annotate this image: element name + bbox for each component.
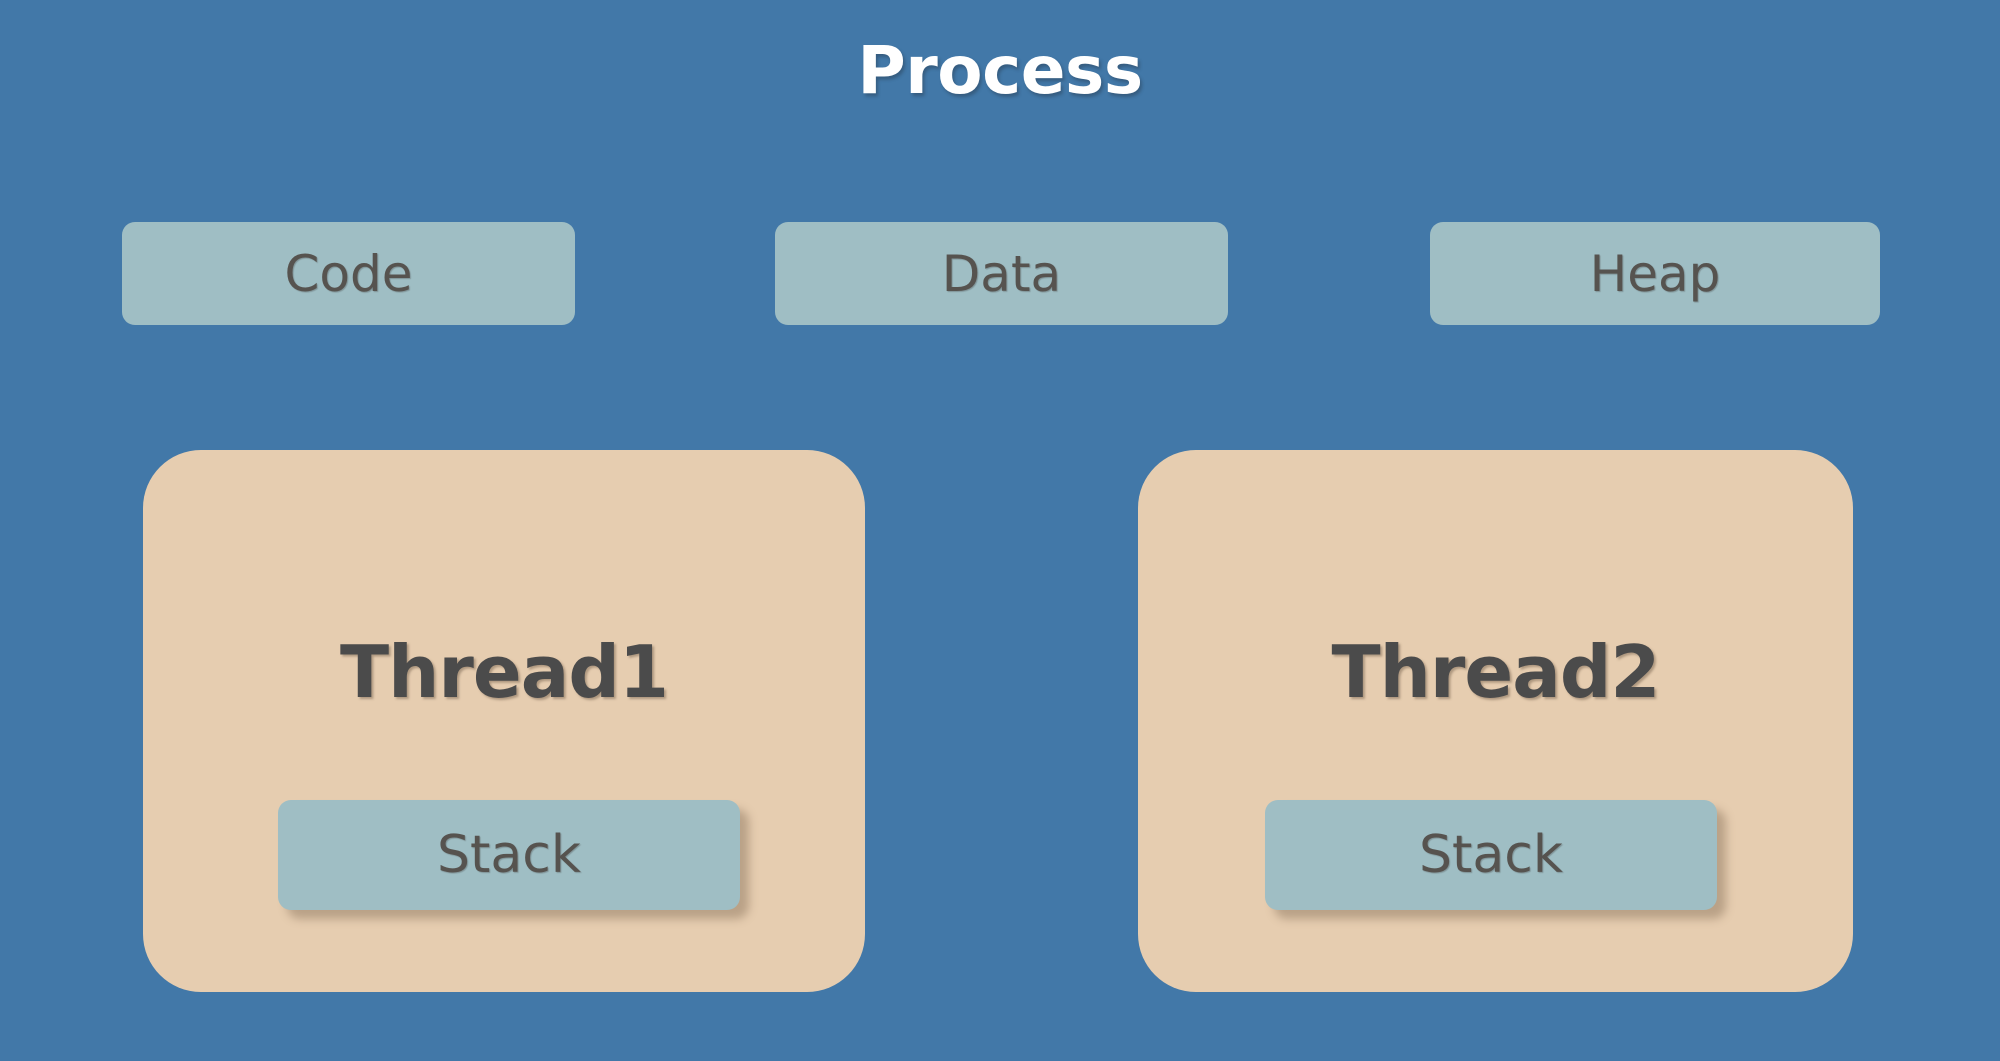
memory-segment-heap[interactable]: Heap — [1430, 222, 1880, 325]
thread-1-stack-label: Stack — [437, 825, 581, 885]
thread-2-stack-label: Stack — [1419, 825, 1563, 885]
thread-box-1[interactable]: Thread1 Stack — [143, 450, 865, 992]
memory-segment-code[interactable]: Code — [122, 222, 575, 325]
page-title: Process — [857, 32, 1143, 109]
thread-1-label: Thread1 — [340, 630, 669, 714]
thread-2-label: Thread2 — [1331, 630, 1661, 714]
thread-box-2[interactable]: Thread2 Stack — [1138, 450, 1853, 992]
thread-1-stack-box[interactable]: Stack — [278, 800, 740, 910]
memory-segment-data-label: Data — [941, 244, 1062, 303]
memory-segment-data[interactable]: Data — [775, 222, 1228, 325]
memory-segment-heap-label: Heap — [1589, 244, 1721, 303]
thread-2-stack-box[interactable]: Stack — [1265, 800, 1717, 910]
memory-segment-code-label: Code — [284, 244, 413, 303]
